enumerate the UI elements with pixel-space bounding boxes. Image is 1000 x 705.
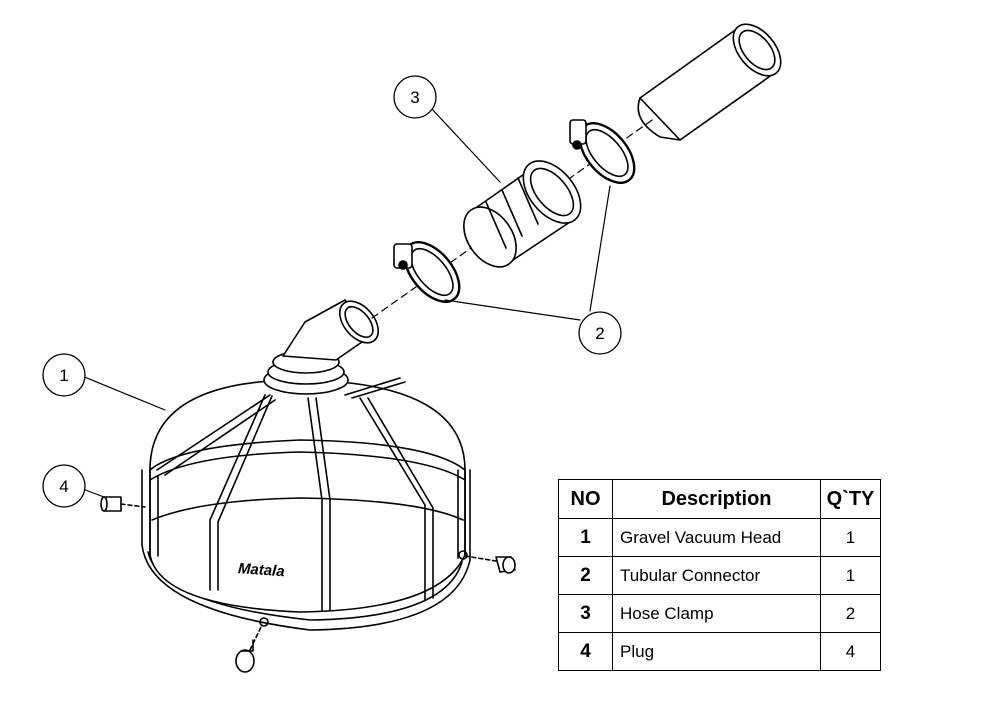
row-qty: 2: [820, 594, 881, 633]
gravel-vacuum-head-drawing: [141, 299, 471, 631]
svg-text:2: 2: [595, 324, 604, 343]
parts-table: NO Description Q`TY 1 Gravel Vacuum Head…: [558, 479, 881, 671]
row-qty: 1: [820, 556, 881, 595]
header-qty: Q`TY: [820, 479, 881, 519]
callout-3: 3: [393, 75, 437, 119]
row-description: Tubular Connector: [612, 556, 821, 595]
row-description: Plug: [612, 632, 821, 671]
parts-table-header-row: NO Description Q`TY: [558, 479, 881, 519]
table-row: 3 Hose Clamp 2: [558, 594, 881, 633]
svg-text:3: 3: [410, 88, 419, 107]
hose-clamp-upper-drawing: [569, 119, 636, 184]
row-no: 1: [558, 518, 613, 557]
brand-logo: Matala: [237, 560, 285, 580]
row-no: 3: [558, 594, 613, 633]
header-no: NO: [558, 479, 613, 519]
callout-2: 2: [578, 311, 622, 355]
callout-2-leader-a: [444, 299, 581, 321]
plug-drawing: [100, 496, 516, 673]
callout-1-leader: [81, 375, 166, 411]
hose-clamp-lower-drawing: [393, 241, 461, 303]
row-description: Hose Clamp: [612, 594, 821, 633]
svg-text:1: 1: [59, 366, 68, 385]
table-row: 4 Plug 4: [558, 632, 881, 671]
table-row: 2 Tubular Connector 1: [558, 556, 881, 595]
callout-1: 1: [42, 353, 86, 397]
row-qty: 1: [820, 518, 881, 557]
callout-2-leader-b: [589, 185, 611, 312]
svg-text:4: 4: [59, 477, 68, 496]
callout-4: 4: [42, 464, 86, 508]
hose-pipe-drawing: [637, 23, 782, 141]
table-row: 1 Gravel Vacuum Head 1: [558, 518, 881, 557]
callout-3-leader: [430, 107, 501, 183]
row-no: 2: [558, 556, 613, 595]
row-qty: 4: [820, 632, 881, 671]
header-description: Description: [612, 479, 821, 519]
tubular-connector-drawing: [463, 160, 582, 268]
row-description: Gravel Vacuum Head: [612, 518, 821, 557]
row-no: 4: [558, 632, 613, 671]
